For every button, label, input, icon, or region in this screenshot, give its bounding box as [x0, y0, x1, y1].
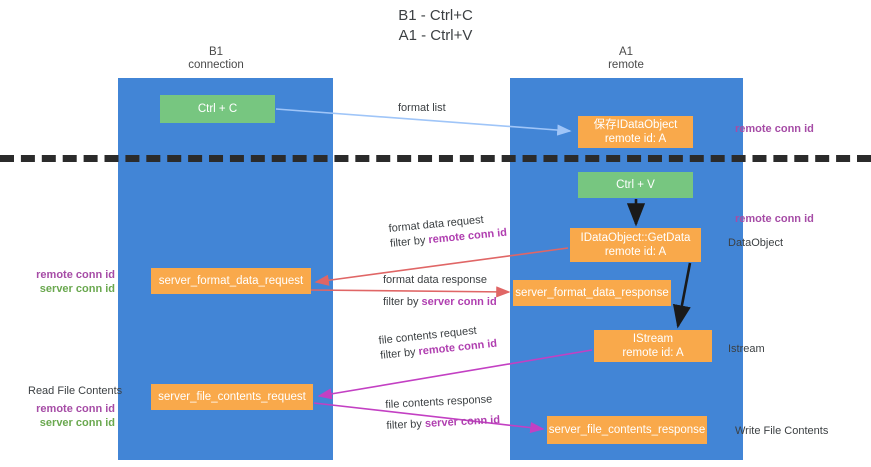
edge-label-format-data-response-text: format data response	[383, 274, 487, 286]
node-server-format-data-response-label: server_format_data_response	[515, 287, 669, 299]
annotation-server-conn-id: server conn id	[39, 283, 115, 295]
edge-label-file-contents-response-text: file contents response	[385, 393, 493, 411]
node-server-file-contents-request-label: server_file_contents_request	[158, 391, 306, 403]
node-istream[interactable]: IStream remote id: A	[594, 330, 712, 362]
title-line-2: A1 - Ctrl+V	[398, 27, 473, 44]
annotation-conn-ids-lower: remote conn id server conn id	[20, 402, 115, 430]
edge-label-format-data-response: format data response filter by server co…	[383, 273, 497, 310]
column-header-a1-role: remote	[608, 59, 644, 71]
filter-prefix: filter by	[379, 345, 420, 362]
node-server-format-data-request-label: server_format_data_request	[158, 275, 304, 287]
node-ctrl-v-label: Ctrl + V	[616, 179, 655, 191]
column-header-b1: B1 connection	[140, 46, 292, 72]
page-title: B1 - Ctrl+C A1 - Ctrl+V	[0, 6, 871, 46]
node-ctrl-v[interactable]: Ctrl + V	[578, 172, 693, 198]
annotation-remote-conn-id-mid: remote conn id	[735, 213, 814, 225]
annotation-write-file-contents: Write File Contents	[735, 425, 829, 437]
edge-label-format-data-request: format data request filter by remote con…	[388, 211, 508, 252]
node-istream-title: IStream	[632, 333, 674, 345]
annotation-remote-conn-id-top: remote conn id	[735, 123, 814, 135]
node-server-file-contents-request[interactable]: server_file_contents_request	[151, 384, 313, 410]
node-server-format-data-request[interactable]: server_format_data_request	[151, 268, 311, 294]
edge-label-format-data-response-filter: filter by server conn id	[383, 295, 497, 310]
filter-prefix: filter by	[386, 417, 426, 432]
node-save-dataobject[interactable]: 保存IDataObject remote id: A	[578, 116, 693, 148]
edge-label-file-contents-request: file contents request filter by remote c…	[378, 322, 498, 364]
node-server-file-contents-response-label: server_file_contents_response	[548, 424, 706, 436]
column-header-b1-name: B1	[208, 46, 224, 58]
edge-label-file-contents-response: file contents response filter by server …	[385, 392, 500, 434]
annotation-data-object: DataObject	[728, 237, 784, 249]
edge-label-format-list-text: format list	[398, 102, 446, 114]
filter-prefix: filter by	[389, 234, 430, 250]
edge-label-file-contents-response-filter: filter by server conn id	[386, 413, 500, 434]
node-ctrl-c[interactable]: Ctrl + C	[160, 95, 275, 123]
node-getdata-title: IDataObject::GetData	[580, 232, 691, 244]
node-save-dataobject-subtitle: remote id: A	[604, 133, 667, 145]
edge-label-format-list: format list	[398, 101, 446, 116]
phase-divider	[0, 155, 871, 162]
annotation-istream: Istream	[728, 343, 765, 355]
annotation-conn-ids-upper: remote conn id server conn id	[20, 268, 115, 296]
filter-key-server-conn-id: server conn id	[421, 296, 497, 308]
column-header-a1: A1 remote	[540, 46, 712, 72]
column-header-b1-role: connection	[188, 59, 244, 71]
node-getdata[interactable]: IDataObject::GetData remote id: A	[570, 228, 701, 262]
title-line-1: B1 - Ctrl+C	[398, 7, 473, 24]
annotation-remote-conn-id: remote conn id	[36, 403, 115, 415]
filter-prefix: filter by	[383, 296, 422, 308]
node-ctrl-c-label: Ctrl + C	[197, 103, 238, 115]
node-getdata-subtitle: remote id: A	[604, 246, 667, 258]
filter-key-server-conn-id: server conn id	[424, 414, 501, 430]
column-header-a1-name: A1	[618, 46, 634, 58]
node-istream-subtitle: remote id: A	[622, 347, 684, 359]
annotation-server-conn-id: server conn id	[39, 417, 115, 429]
node-save-dataobject-title: 保存IDataObject	[593, 119, 678, 131]
annotation-remote-conn-id: remote conn id	[36, 269, 115, 281]
annotation-read-file-contents: Read File Contents	[28, 385, 123, 397]
node-server-format-data-response[interactable]: server_format_data_response	[513, 280, 671, 306]
node-server-file-contents-response[interactable]: server_file_contents_response	[547, 416, 707, 444]
